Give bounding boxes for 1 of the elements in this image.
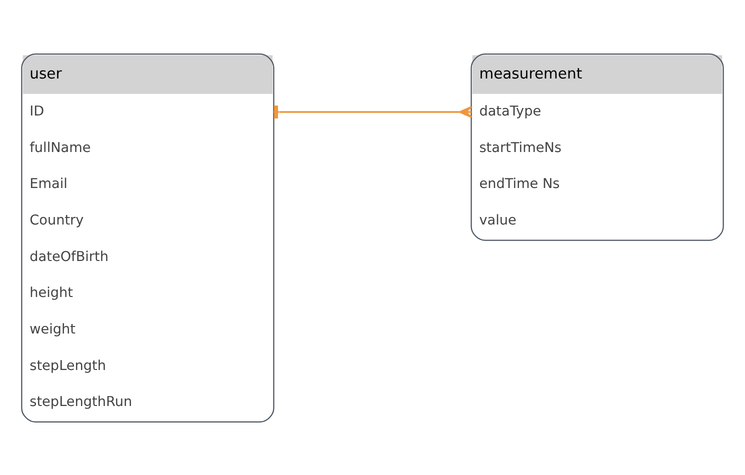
connector [274,104,472,118]
